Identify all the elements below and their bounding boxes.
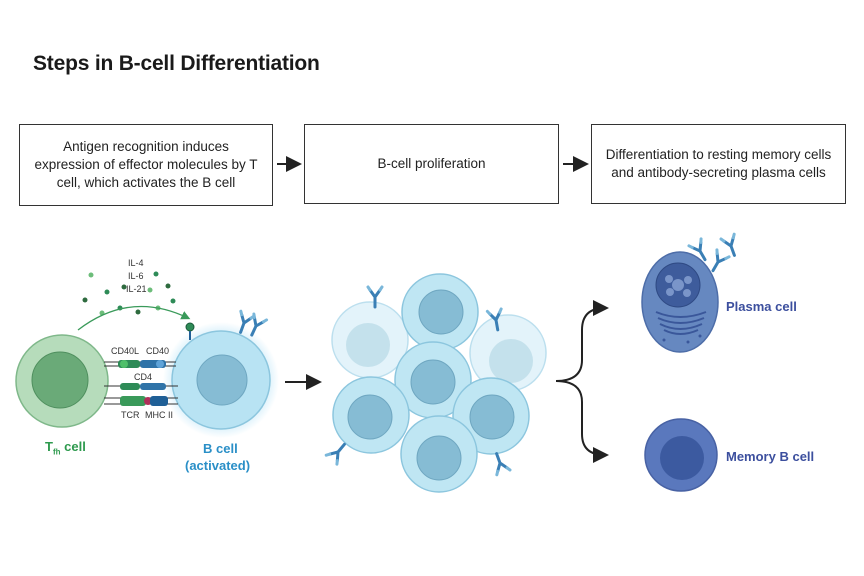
proliferating-cells [324,273,547,493]
plasma-cell [641,251,719,353]
step-text-proliferation: B-cell proliferation [377,156,486,171]
molecule-label-tcr: TCR [121,410,140,420]
tfh-cell-label: Tfh cell [45,439,86,457]
molecule-label-cd40l: CD40L [111,346,140,356]
cytokine-label-il6: IL-6 [128,271,144,281]
tfh-label-sub: fh [52,447,61,457]
molecule-label-mhc2: MHC II [145,410,173,420]
plasma-cell-label: Plasma cell [726,299,797,314]
cytokine-label-il4: IL-4 [128,258,144,268]
molecule-label-cd4: CD4 [134,372,153,382]
step-text-antigen-recognition: Antigen recognition induces expression o… [34,139,258,190]
molecule-label-cd40: CD40 [146,346,170,356]
cytokine-arrow [77,305,191,331]
tfh-label-suffix: cell [60,439,86,454]
step-text-differentiation: Differentiation to resting memory cells … [605,147,832,180]
cytokine-receptor [185,322,195,340]
b-cell-state-label: (activated) [185,458,251,473]
cytokine-label-il21: IL-21 [126,284,147,294]
tfh-cell [15,334,109,428]
cytokine-dots [82,271,176,316]
step-box-differentiation: Differentiation to resting memory cells … [591,124,846,204]
memory-b-cell-label: Memory B cell [726,449,815,464]
tfh-label-main: T [45,439,53,454]
step-box-antigen-recognition: Antigen recognition induces expression o… [19,124,273,206]
differentiation-bracket [555,300,609,463]
page-title: Steps in B-cell Differentiation [33,52,320,75]
receptor-pairs [104,360,178,406]
step-box-proliferation: B-cell proliferation [304,124,559,204]
activated-b-cell [163,322,279,438]
memory-b-cell [644,418,718,492]
b-cell-label: B cell [203,441,238,456]
